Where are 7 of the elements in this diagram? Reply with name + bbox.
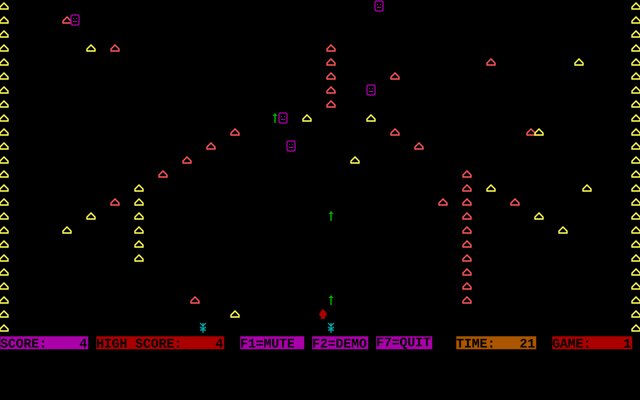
status-box: F2=DEMO xyxy=(312,336,368,350)
status-box: F7=QUIT xyxy=(376,336,432,350)
status-box: TIME: 21 xyxy=(456,336,536,350)
status-box: SCORE: 4 xyxy=(0,336,88,350)
status-box: HIGH SCORE: 4 xyxy=(96,336,224,350)
status-box: F1=MUTE xyxy=(240,336,304,350)
status-box: GAME: 1 xyxy=(552,336,632,350)
